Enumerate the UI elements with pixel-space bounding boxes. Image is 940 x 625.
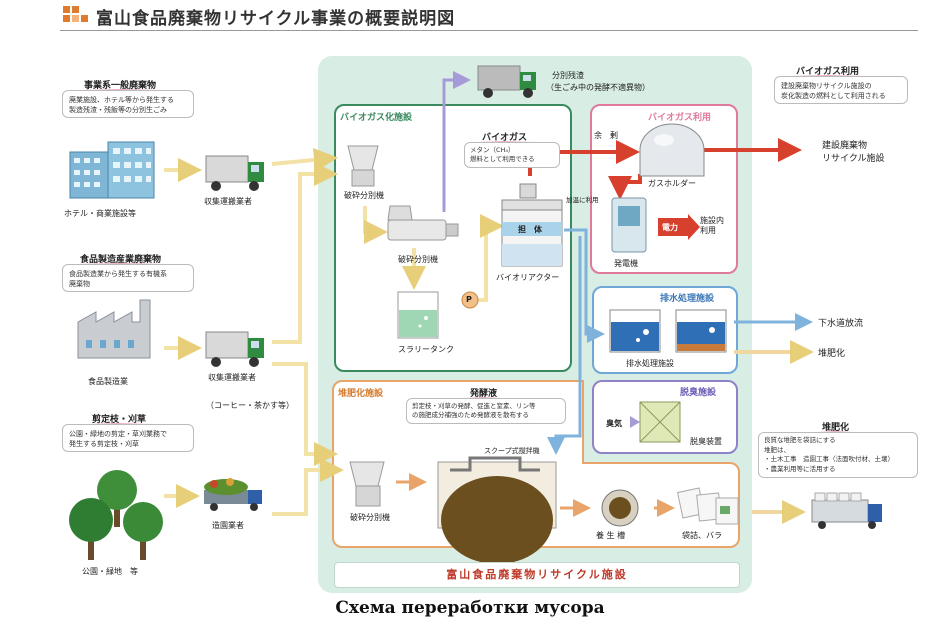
biogas-use-title: バイオガス利用 xyxy=(648,113,712,123)
delivery-truck-icon xyxy=(811,492,882,529)
deodor-title: 脱臭施設 xyxy=(680,388,717,398)
curing-drum-icon xyxy=(601,489,639,527)
pump-icon xyxy=(461,291,479,309)
business-truck-label: 収集運搬業者 xyxy=(204,197,252,206)
dest-line1: 建設廃棄物 xyxy=(822,141,868,151)
wastewater-label: 排水処理施設 xyxy=(626,359,674,368)
gas-holder-label: ガスホルダー xyxy=(648,179,696,188)
crusher2-label: 破砕分別機 xyxy=(398,255,438,264)
screw-separator-icon xyxy=(387,205,459,241)
reactor-label: バイオリアクター xyxy=(496,273,560,282)
wastewater-tank-icon xyxy=(675,309,727,353)
tree-icon xyxy=(69,470,163,560)
title-rule xyxy=(60,30,918,31)
power-label: 電力 xyxy=(662,223,678,232)
slurry-tank-label: スラリータンク xyxy=(398,345,454,354)
compost-title: 堆肥化施設 xyxy=(338,389,384,399)
onsite-use-label: 施設内 利用 xyxy=(700,216,724,235)
agitator-label: スクープ式撹拌機 xyxy=(484,447,540,455)
wastewater-out2: 堆肥化 xyxy=(818,349,846,359)
business-label: ホテル・商業施設等 xyxy=(64,209,136,218)
residue-label: 分別残渣 xyxy=(552,71,584,80)
ferment-note: 剪定枝・刈草の発酵、促進と窒素、リン等の施肥成分補強のため発酵液を散布する xyxy=(406,398,566,424)
compost-crusher-label: 破砕分別機 xyxy=(350,513,390,522)
odor-label: 臭気 xyxy=(606,419,622,428)
residue-sub: （生ごみ中の発酵不適異物） xyxy=(546,83,650,92)
pruning-truck-label: 造園業者 xyxy=(212,521,244,530)
title-mark xyxy=(72,15,79,22)
slurry-tank-icon xyxy=(397,291,439,339)
wastewater-tank-icon xyxy=(609,309,661,353)
gas-holder-icon xyxy=(639,123,705,177)
crusher-hopper-icon xyxy=(349,461,385,507)
deodor-frame xyxy=(592,380,738,454)
manufacturing-truck-label: 収集運搬業者 xyxy=(208,373,256,382)
pruning-note: 公園・緑地の剪定・草刈業務で発生する剪定枝・刈草 xyxy=(62,424,194,452)
manufacturing-label: 食品製造業 xyxy=(88,377,128,386)
deodor-device-label: 脱臭装置 xyxy=(690,437,722,446)
pump-label: P xyxy=(466,295,472,304)
garbage-truck-icon xyxy=(205,331,264,367)
compost-bags-icon xyxy=(676,487,739,525)
caption: Схема переработки мусора xyxy=(335,598,605,618)
compost-pit-icon xyxy=(437,456,557,564)
wastewater-out1: 下水道放流 xyxy=(818,319,864,329)
title-mark xyxy=(72,6,79,13)
hotel-building-icon xyxy=(69,141,155,199)
title-mark xyxy=(81,15,88,22)
generator-icon xyxy=(611,197,647,253)
title-mark xyxy=(63,15,70,22)
right-bottom-note: 良質な堆肥を袋詰にする堆肥は、 ・土木工事 造園工事（法面吹付材、土壌）・農業利… xyxy=(758,432,918,478)
bags-label: 袋詰、バラ xyxy=(682,531,722,540)
deodor-device-icon xyxy=(639,401,681,443)
title-mark xyxy=(63,6,70,13)
residue-truck-icon xyxy=(477,65,536,98)
crusher1-label: 破砕分別機 xyxy=(344,191,384,200)
reactor-body-label: 担 体 xyxy=(518,225,542,234)
manufacturing-note: 食品製造業から発生する有機系廃棄物 xyxy=(62,264,194,292)
landscaper-truck-icon xyxy=(204,478,262,511)
pruning-label: 公園・緑地 等 xyxy=(82,567,138,576)
facility-footer-label: 富山食品廃棄物リサイクル施設 xyxy=(334,562,740,588)
wastewater-title: 排水処理施設 xyxy=(660,294,715,304)
manufacturing-extra-label: （コーヒー・茶かす等） xyxy=(206,401,294,410)
crusher-hopper-icon xyxy=(347,145,379,187)
generator-label: 発電機 xyxy=(614,259,638,268)
garbage-truck-icon xyxy=(205,155,264,191)
curing-label: 養 生 槽 xyxy=(596,531,626,540)
factory-icon xyxy=(77,299,151,359)
page-title: 富山食品廃棄物リサイクル事業の概要説明図 xyxy=(96,9,456,29)
bioreactor-icon xyxy=(501,183,563,267)
right-top-note: 建設廃棄物リサイクル施設の炭化製造の燃料として利用される xyxy=(774,76,908,104)
reactor-top-label: 加温に利用 xyxy=(566,196,599,204)
biogas-facility-title: バイオガス化施設 xyxy=(340,113,413,123)
biogas-note: メタン（CH₄）燃料として利用できる xyxy=(464,142,560,168)
dest-line2: リサイクル施設 xyxy=(822,154,885,164)
business-note: 廃業施設、ホテル等から発生する製造残渣・残飯等の分別生ごみ xyxy=(62,90,194,118)
surplus-label: 余 剰 xyxy=(594,131,618,140)
